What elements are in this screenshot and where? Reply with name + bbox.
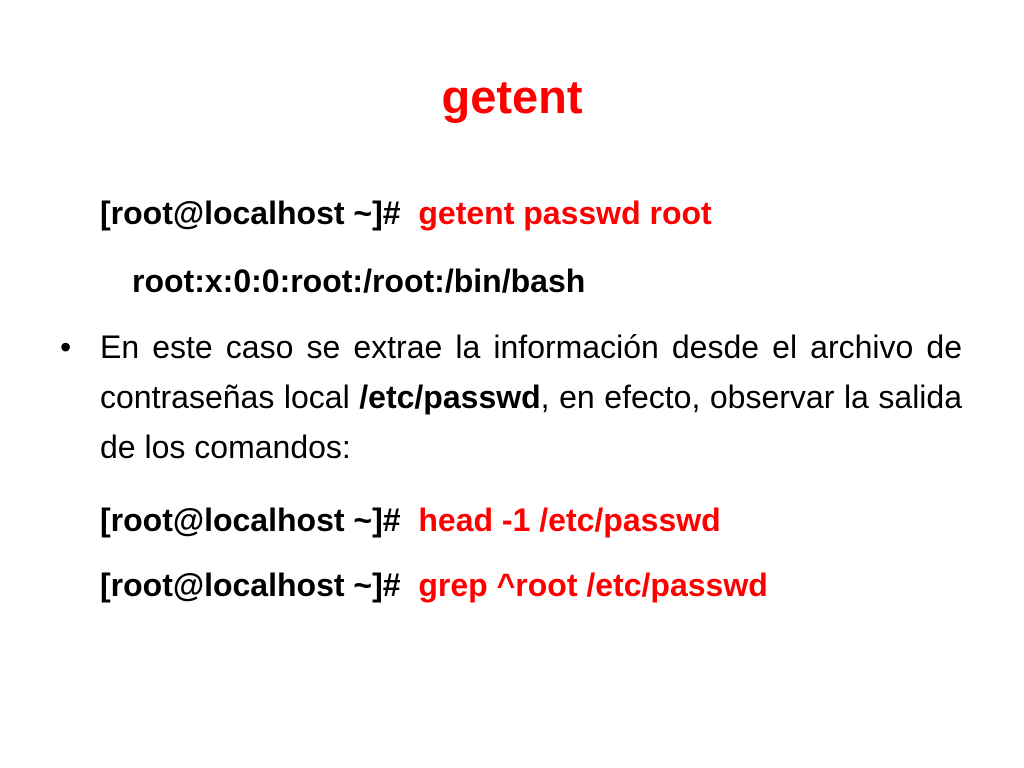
- shell-command: getent passwd root: [418, 195, 712, 231]
- slide-title: getent: [441, 70, 583, 123]
- bullet-text: En este caso se extrae la información de…: [100, 322, 962, 472]
- bullet-item: • En este caso se extrae la información …: [50, 322, 970, 472]
- shell-command: grep ^root /etc/passwd: [418, 567, 768, 603]
- shell-prompt: [root@localhost ~]#: [100, 195, 401, 231]
- bullet-text-after: , en efecto, observar la salida de los c…: [100, 379, 963, 465]
- output-text: root:x:0:0:root:/root:/bin/bash: [132, 263, 586, 299]
- command-line-head: [root@localhost ~]# head -1 /etc/passwd: [100, 500, 721, 540]
- file-path: /etc/passwd: [359, 379, 541, 415]
- shell-prompt: [root@localhost ~]#: [100, 502, 401, 538]
- shell-command: head -1 /etc/passwd: [418, 502, 721, 538]
- command-output: root:x:0:0:root:/root:/bin/bash: [132, 261, 585, 301]
- command-line-grep: [root@localhost ~]# grep ^root /etc/pass…: [100, 565, 768, 605]
- command-line-getent: [root@localhost ~]# getent passwd root: [100, 193, 712, 233]
- bullet-dot-icon: •: [60, 329, 72, 365]
- shell-prompt: [root@localhost ~]#: [100, 567, 401, 603]
- bullet-text-before: En este caso se extrae la información de…: [100, 329, 962, 415]
